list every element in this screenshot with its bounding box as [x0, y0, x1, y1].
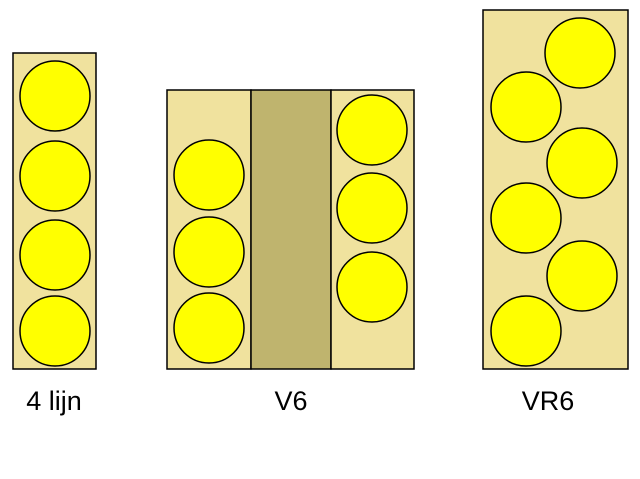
inline4-cylinder-1	[19, 60, 91, 132]
vr6-engine	[482, 9, 629, 370]
vr6-cylinder-2	[490, 71, 562, 143]
v6-cylinder-right-1	[336, 94, 408, 166]
v6-cylinder-right-2	[336, 172, 408, 244]
vr6-label: VR6	[521, 386, 575, 416]
vr6-cylinder-6	[490, 295, 562, 367]
v6-center-valley	[250, 89, 332, 370]
inline4-engine	[12, 52, 97, 370]
v6-cylinder-left-1	[173, 139, 245, 211]
inline4-cylinder-4	[19, 295, 91, 367]
vr6-cylinder-5	[546, 240, 618, 312]
vr6-cylinder-1	[544, 17, 616, 89]
v6-label: V6	[274, 386, 308, 416]
inline4-cylinder-2	[19, 140, 91, 212]
v6-cylinder-left-2	[173, 216, 245, 288]
vr6-cylinder-3	[546, 127, 618, 199]
vr6-cylinder-4	[490, 182, 562, 254]
inline4-cylinder-3	[19, 219, 91, 291]
v6-cylinder-right-3	[336, 251, 408, 323]
inline4-label: 4 lijn	[26, 386, 82, 416]
v6-engine	[166, 89, 415, 370]
v6-cylinder-left-3	[173, 292, 245, 364]
